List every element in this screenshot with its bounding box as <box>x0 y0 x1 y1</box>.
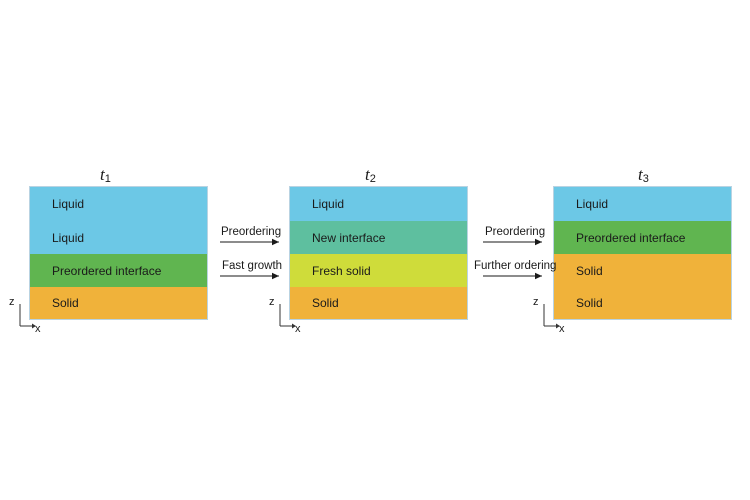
layer-label: Solid <box>52 296 79 310</box>
z-axis-label: z <box>533 296 539 308</box>
panel-t1: Liquid Liquid Preordered interface Solid <box>29 186 208 320</box>
z-axis-label: z <box>9 296 15 308</box>
layer-1: Liquid <box>554 187 731 221</box>
layer-3: Fresh solid <box>290 254 467 287</box>
layer-2: Preordered interface <box>554 221 731 254</box>
transition-2-top-label: Preordering <box>485 226 546 238</box>
time-symbol: t <box>100 165 105 184</box>
layer-2: Liquid <box>30 221 207 254</box>
transition-1-bottom-label: Fast growth <box>222 260 283 272</box>
axes-icon <box>543 304 560 329</box>
time-label-t1: t1 <box>100 165 111 185</box>
layer-3: Solid <box>554 254 731 287</box>
layer-2: New interface <box>290 221 467 254</box>
x-axis-label: x <box>559 323 565 335</box>
axes-indicator-2: z x <box>269 296 308 335</box>
layer-4: Solid <box>30 287 207 319</box>
layer-label: Preordered interface <box>576 230 686 245</box>
z-axis-label: z <box>269 296 275 308</box>
axes-icon <box>19 304 36 329</box>
x-axis-label: x <box>35 323 41 335</box>
layer-label: Preordered interface <box>52 263 162 278</box>
layer-label: Solid <box>312 296 339 310</box>
time-subscript: 3 <box>642 173 649 185</box>
time-symbol: t <box>365 165 370 184</box>
layer-4: Solid <box>290 287 467 319</box>
panel-t3: Liquid Preordered interface Solid Solid <box>553 186 732 320</box>
time-label-t2: t2 <box>365 165 376 185</box>
layer-1: Liquid <box>290 187 467 221</box>
transition-1-top-label: Preordering <box>221 226 282 238</box>
layer-label: Liquid <box>576 197 609 211</box>
time-subscript: 2 <box>369 173 376 185</box>
panel-t2: Liquid New interface Fresh solid Solid <box>289 186 468 320</box>
layer-label: Solid <box>576 263 603 278</box>
axes-indicator-1: z x <box>9 296 48 335</box>
layer-label: Liquid <box>52 230 85 245</box>
layer-label: Fresh solid <box>312 263 371 278</box>
time-label-t3: t3 <box>638 165 649 185</box>
layer-1: Liquid <box>30 187 207 221</box>
layer-label: Liquid <box>52 197 85 211</box>
layer-label: New interface <box>312 230 386 245</box>
layer-4: Solid <box>554 287 731 319</box>
axes-icon <box>279 304 296 329</box>
time-symbol: t <box>638 165 643 184</box>
transition-2-bottom-label: Further ordering <box>474 260 557 272</box>
time-subscript: 1 <box>104 173 111 185</box>
x-axis-label: x <box>295 323 301 335</box>
axes-indicator-3: z x <box>533 296 572 335</box>
layer-label: Liquid <box>312 197 345 211</box>
layer-label: Solid <box>576 296 603 310</box>
layer-3: Preordered interface <box>30 254 207 287</box>
